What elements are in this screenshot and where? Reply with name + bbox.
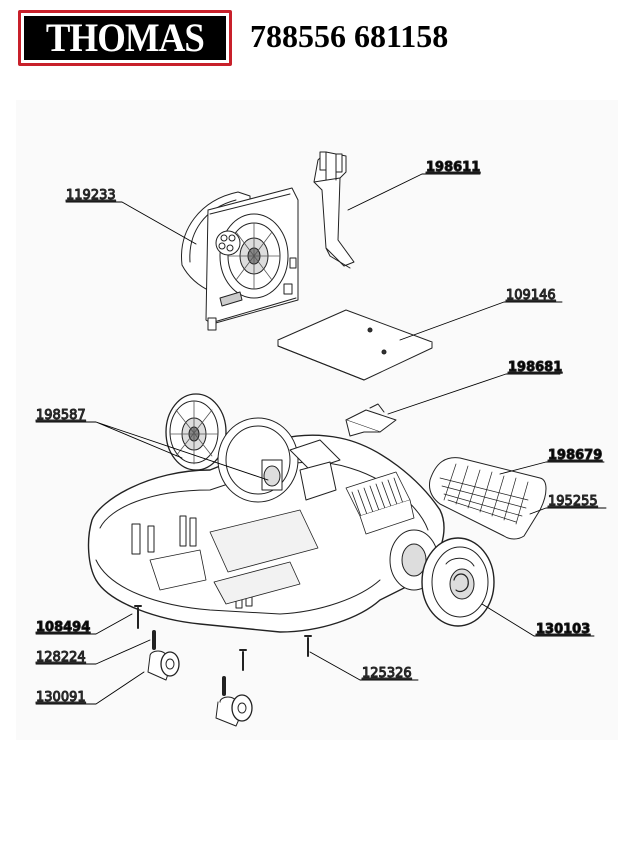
brand-logo-text: THOMAS [45, 15, 205, 60]
leader-lines [35, 173, 607, 705]
motor-housing-part [181, 187, 299, 331]
screw-parts [134, 605, 312, 671]
rear-wheel-part [421, 537, 495, 627]
part-label-130091: 130091 [36, 690, 86, 705]
caster-parts [147, 630, 253, 727]
part-label-198681: 198681 [508, 360, 562, 375]
part-label-198587: 198587 [36, 408, 86, 423]
part-label-119233: 119233 [66, 188, 116, 203]
part-label-130103: 130103 [536, 622, 590, 637]
brand-logo: THOMAS [18, 10, 232, 66]
wheel-disc-part [165, 393, 227, 471]
part-labels: 119233 198611 109146 198681 198587 19867… [36, 160, 603, 706]
part-label-125326: 125326 [362, 666, 412, 681]
part-label-195255: 195255 [548, 494, 598, 509]
part-label-198679: 198679 [548, 448, 602, 463]
part-label-128224: 128224 [36, 650, 86, 665]
part-label-198611: 198611 [426, 160, 480, 175]
diagram-background [16, 100, 618, 740]
part-label-108494: 108494 [36, 620, 90, 635]
exhaust-grille-part [429, 457, 547, 540]
base-body-part [87, 417, 445, 633]
filter-plate-part [277, 309, 433, 381]
bracket-part [313, 151, 355, 269]
part-label-109146: 109146 [506, 288, 556, 303]
clip-part [345, 403, 397, 437]
model-number: 788556 681158 [250, 18, 449, 54]
